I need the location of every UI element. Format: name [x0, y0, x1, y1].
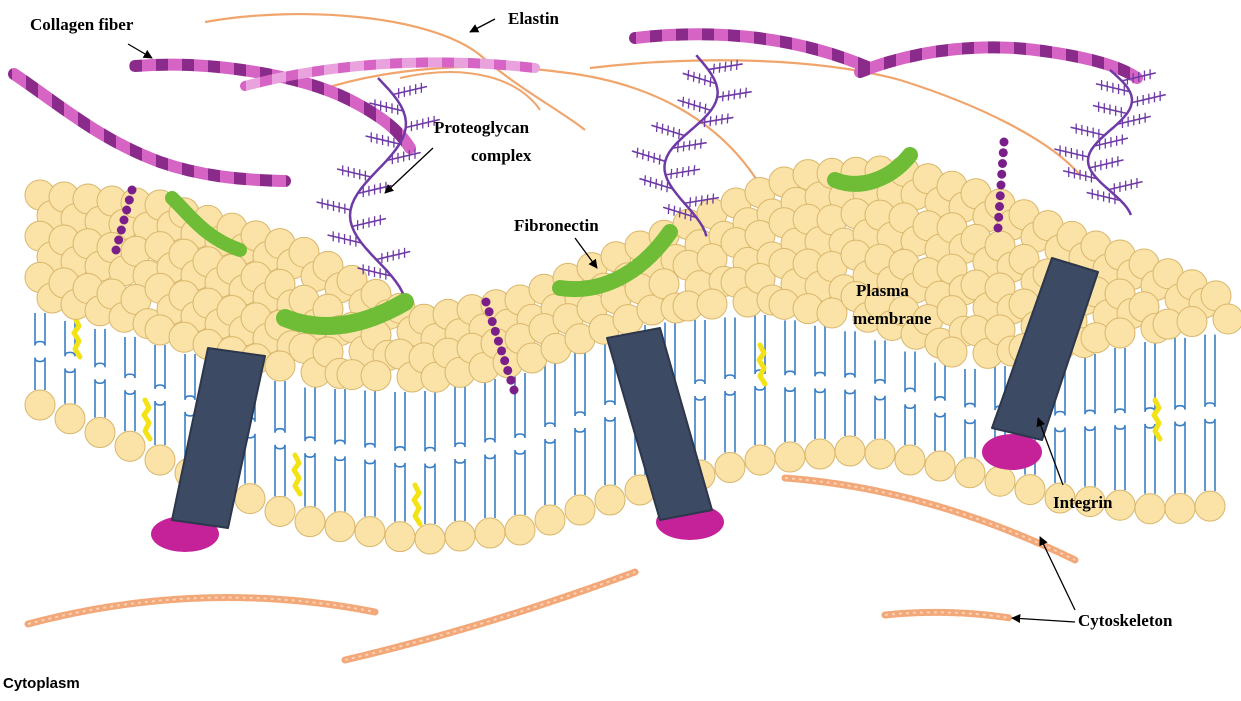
proteoglycan-label-line1: Proteoglycan [434, 118, 530, 137]
cytoskeleton-filament [345, 572, 635, 660]
collagen-fiber [635, 34, 870, 68]
plasma-membrane-label-line2: membrane [853, 309, 932, 328]
collagen-fiber [860, 47, 1137, 78]
integrin-label: Integrin [1053, 493, 1113, 512]
collagen-pointer [128, 44, 152, 58]
integrin-protein [607, 328, 724, 540]
cytoskeleton-filament [28, 598, 375, 624]
proteoglycan-complex [1054, 69, 1165, 215]
fibronectin-label: Fibronectin [514, 216, 599, 235]
elastin-pointer [470, 19, 495, 32]
cytoskeleton-label: Cytoskeleton [1078, 611, 1173, 630]
collagen-fiber-label: Collagen fiber [30, 15, 134, 34]
elastin-label: Elastin [508, 9, 560, 28]
cytoplasm-label: Cytoplasm [3, 675, 80, 692]
plasma-membrane-label-line1: Plasma [856, 281, 909, 300]
collagen-fibers [14, 34, 1137, 181]
proteoglycan-label-line2: complex [471, 146, 532, 165]
cytoskeleton-pointer [1012, 618, 1075, 622]
cytoskeleton-filament [885, 612, 1010, 618]
elastin-fiber [590, 60, 1080, 175]
